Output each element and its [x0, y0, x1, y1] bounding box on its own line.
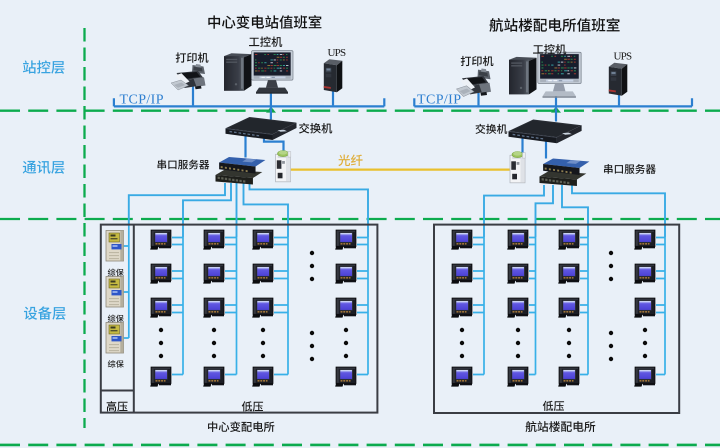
svg-text:TCP/IP: TCP/IP — [120, 93, 164, 108]
svg-text:TCP/IP: TCP/IP — [417, 93, 461, 108]
svg-text:UPS: UPS — [614, 51, 632, 63]
svg-text:UPS: UPS — [328, 47, 346, 59]
